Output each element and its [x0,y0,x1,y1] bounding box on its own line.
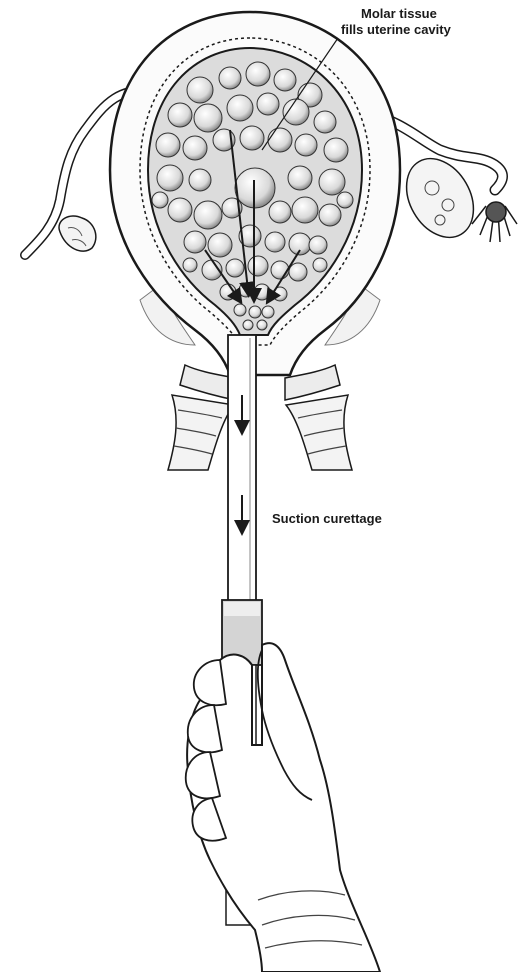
molar-tissue-label: Molar tissue [361,6,437,22]
cervix-right [285,365,340,400]
suction-cannula [228,335,256,625]
cervix [180,365,235,400]
molar-tissue-label-line2: fills uterine cavity [341,22,451,38]
left-ovary [59,216,96,251]
fimbriae [472,202,517,242]
vaginal-canal [168,395,352,470]
suction-curettage-label: Suction curettage [272,511,382,527]
